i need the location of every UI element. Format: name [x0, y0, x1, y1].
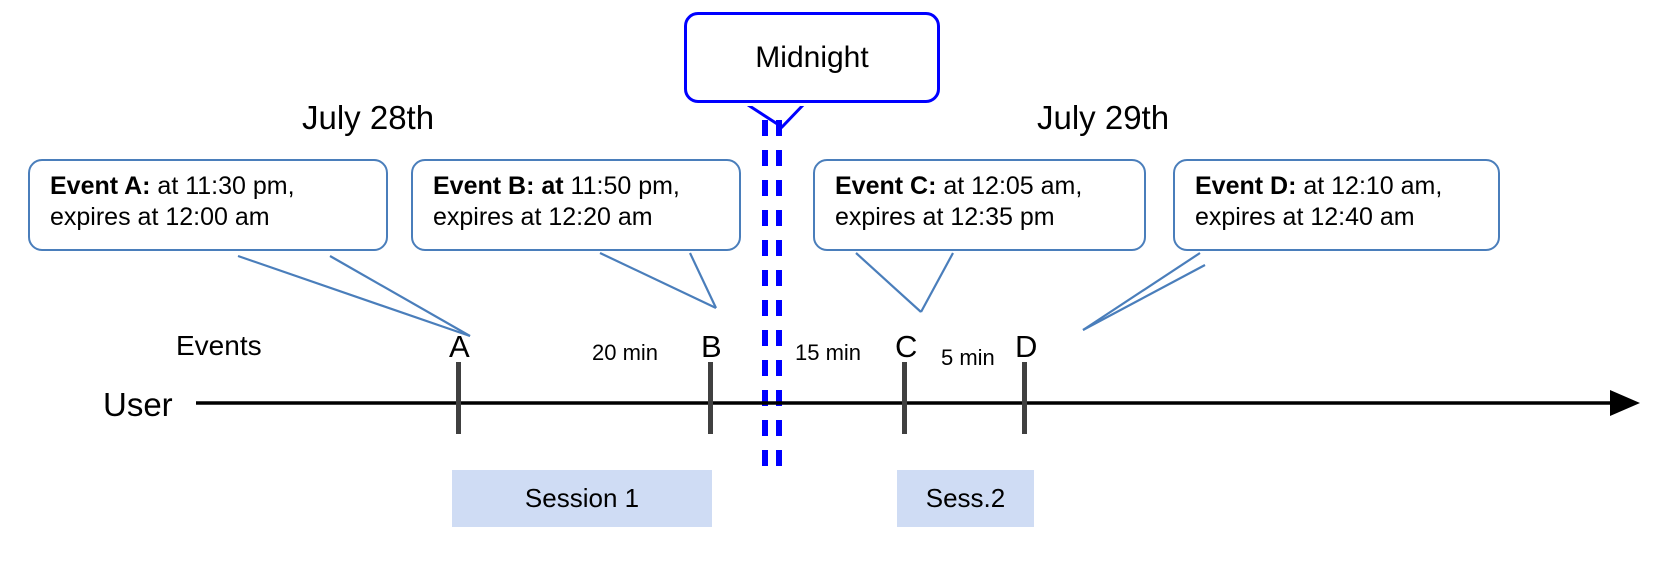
callout-event-a-title: Event A:: [50, 172, 151, 200]
row-label-events: Events: [176, 330, 262, 361]
midnight-callout-tail: [744, 101, 807, 129]
event-letter-d: D: [1015, 329, 1038, 364]
tick-event-b: [708, 362, 713, 434]
leader-line-event-b-1: [599, 252, 717, 309]
callout-event-a: Event A: at 11:30 pm, expires at 12:00 a…: [28, 159, 388, 251]
timeline-arrowhead: [1610, 390, 1640, 416]
tick-event-d: [1022, 362, 1027, 434]
leader-line-event-a-2: [329, 255, 471, 337]
event-letter-c: C: [895, 329, 918, 364]
midnight-callout: Midnight: [684, 12, 940, 103]
tick-event-c: [902, 362, 907, 434]
callout-event-c: Event C: at 12:05 am, expires at 12:35 p…: [813, 159, 1146, 251]
session-label-2: Sess.2: [925, 483, 1006, 513]
day-label-july-29: July 29th: [1037, 99, 1170, 136]
callout-event-d-line2: expires at 12:40 am: [1195, 203, 1415, 232]
leader-line-event-d-2: [1082, 264, 1206, 331]
gap-label-a-to-b: 20 min: [592, 340, 659, 365]
callout-event-c-line2: expires at 12:35 pm: [835, 203, 1055, 232]
callout-event-d-line1: Event D: at 12:10 am,: [1195, 171, 1484, 202]
callout-event-c-body1: at 12:05 am,: [936, 172, 1083, 200]
callout-event-b-line1: Event B: at 11:50 pm,: [433, 171, 725, 202]
row-label-user: User: [103, 386, 173, 423]
callout-event-b-line2: expires at 12:20 am: [433, 203, 653, 232]
callout-event-c-title: Event C:: [835, 172, 937, 200]
callout-event-b-body1: 11:50 pm,: [563, 172, 680, 200]
callout-event-a-line1: Event A: at 11:30 pm,: [50, 171, 372, 202]
leader-line-event-b-2: [689, 252, 717, 309]
event-letter-a: A: [449, 329, 470, 364]
event-letter-b: B: [701, 329, 722, 364]
callout-event-a-body1: at 11:30 pm,: [150, 172, 295, 200]
callout-event-a-line2: expires at 12:00 am: [50, 203, 270, 232]
gap-label-c-to-d: 5 min: [941, 345, 995, 370]
gap-label-b-to-c: 15 min: [795, 340, 862, 365]
leader-line-event-c-2: [920, 252, 954, 313]
callout-event-d-title: Event D:: [1195, 172, 1297, 200]
session-label-1: Session 1: [524, 483, 640, 513]
leader-line-event-d-1: [1082, 252, 1201, 331]
callout-event-b-title: Event B: at: [433, 172, 564, 200]
callout-event-c-line1: Event C: at 12:05 am,: [835, 171, 1130, 202]
callout-event-b: Event B: at 11:50 pm, expires at 12:20 a…: [411, 159, 741, 251]
callout-event-d: Event D: at 12:10 am, expires at 12:40 a…: [1173, 159, 1500, 251]
leader-line-event-a-1: [237, 254, 471, 338]
tick-event-a: [456, 362, 461, 434]
day-label-july-28: July 28th: [302, 99, 435, 136]
session-box-2: Sess.2: [897, 470, 1034, 527]
callout-event-d-body1: at 12:10 am,: [1296, 172, 1443, 200]
midnight-label: Midnight: [755, 40, 869, 74]
session-box-1: Session 1: [452, 470, 712, 527]
leader-line-event-c-1: [855, 252, 922, 313]
